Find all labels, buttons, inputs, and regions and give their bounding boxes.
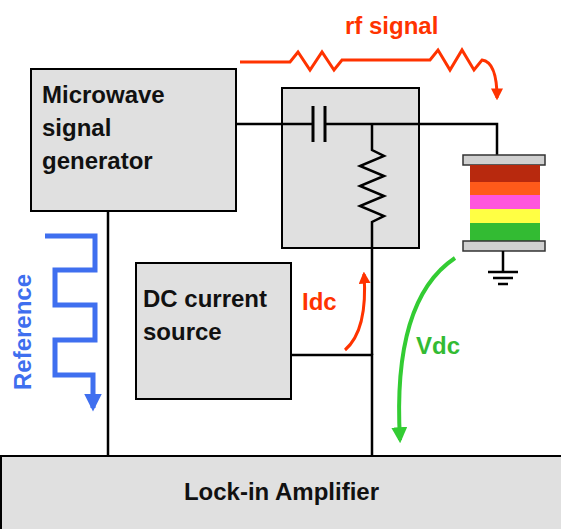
node-label: DC current source bbox=[143, 282, 283, 348]
node-label: Lock-in Amplifier bbox=[8, 475, 555, 508]
device-layer bbox=[470, 182, 540, 195]
wire bbox=[107, 212, 110, 455]
current-label: Idc bbox=[302, 288, 337, 316]
device-layer bbox=[470, 165, 540, 182]
device-layer bbox=[470, 223, 540, 241]
reference-label: Reference bbox=[9, 274, 37, 390]
lock-in-box: Lock-in Amplifier bbox=[0, 455, 561, 529]
wire bbox=[292, 355, 372, 455]
voltage-label: Vdc bbox=[416, 332, 460, 360]
capacitor-plate bbox=[312, 106, 315, 142]
node-label: Microwave signal generator bbox=[42, 78, 217, 177]
rf-signal-arrow bbox=[240, 50, 497, 98]
resistor-symbol bbox=[360, 124, 384, 355]
connectors bbox=[108, 212, 372, 455]
device-layer bbox=[470, 209, 540, 223]
generator-box: Microwave signal generator bbox=[30, 68, 237, 212]
device-layer bbox=[470, 195, 540, 209]
capacitor-plate bbox=[324, 106, 327, 142]
rf-signal-label: rf signal bbox=[345, 12, 438, 40]
top-electrode bbox=[463, 155, 545, 165]
ground-symbol bbox=[488, 251, 518, 284]
current-source-box: DC current source bbox=[135, 262, 292, 400]
current-arrow bbox=[345, 274, 365, 350]
rf-wire bbox=[237, 124, 497, 155]
bias-tee-box bbox=[282, 88, 419, 248]
reference-arrow bbox=[45, 236, 95, 408]
bottom-electrode bbox=[463, 241, 545, 251]
